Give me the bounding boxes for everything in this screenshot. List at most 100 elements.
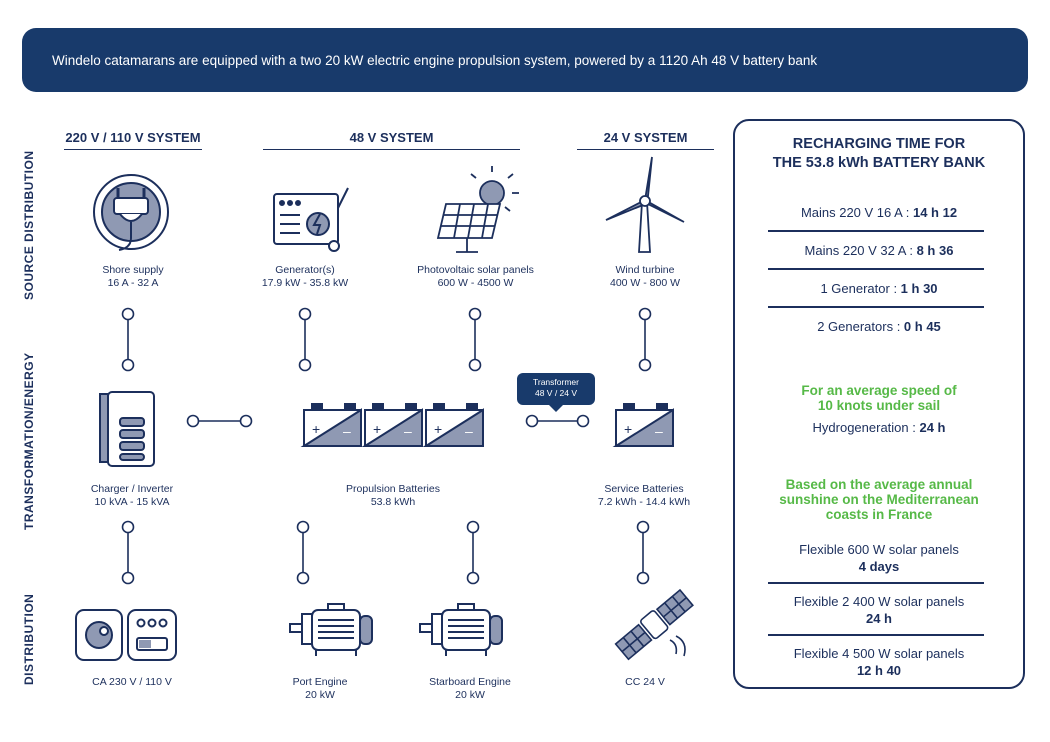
recharging-time-panel [733, 119, 1025, 689]
panel-title-line2: THE 53.8 kWh BATTERY BANK [772, 155, 986, 171]
connectors [121, 307, 652, 585]
generator-icon [273, 187, 349, 252]
sunshine-note: Based on the average annual sunshine on … [746, 477, 1012, 522]
panel-title-line1: RECHARGING TIME FOR [792, 136, 966, 152]
charger-inverter-icon [99, 391, 155, 467]
battery-icon-2: +– [361, 403, 423, 447]
mains-row-3: 1 Generator : 1 h 30 [766, 281, 992, 296]
row-label: Flexible 4 500 W solar panels [793, 646, 965, 661]
row-label: Flexible 2 400 W solar panels [793, 594, 965, 609]
caption-ca: CA 230 V / 110 V [72, 676, 192, 689]
starboard-engine-icon [419, 603, 503, 656]
connector-starboard [466, 520, 480, 585]
sail-note: For an average speed of 10 knots under s… [746, 383, 1012, 413]
caption-name: CC 24 V [625, 676, 665, 688]
svg-text:–: – [655, 423, 663, 439]
divider [768, 582, 984, 584]
caption-name: Service Batteries [604, 483, 684, 495]
connector-wind [638, 307, 652, 372]
ac-socket-icon [75, 609, 177, 661]
sun-line1: Based on the average annual [785, 477, 973, 492]
sun-line2: sunshine on the Mediterranean [779, 492, 979, 507]
hydrogeneration-row: Hydrogeneration : 24 h [746, 420, 1012, 435]
system-header-24: 24 V SYSTEM [577, 130, 714, 150]
satellite-icon [614, 588, 694, 661]
sail-line2: 10 knots under sail [817, 398, 941, 413]
transformer-name: Transformer [533, 377, 579, 387]
connector-port [296, 520, 310, 585]
port-engine-icon [289, 603, 373, 656]
solar-row-3: Flexible 4 500 W solar panels 12 h 40 [746, 645, 1012, 679]
row-label: Hydrogeneration : [812, 420, 920, 435]
connector-ca [121, 520, 135, 585]
transformer-label: Transformer 48 V / 24 V [517, 373, 595, 412]
mains-row-2: Mains 220 V 32 A : 8 h 36 [766, 243, 992, 258]
divider [768, 306, 984, 308]
row-value: 1 h 30 [900, 281, 938, 296]
caption-value: 400 W - 800 W [609, 277, 681, 289]
caption-name: Shore supply [102, 264, 164, 276]
caption-name: Photovoltaic solar panels [417, 264, 534, 276]
svg-text:–: – [404, 423, 412, 439]
plug-icon [93, 174, 169, 251]
transformer-value: 48 V / 24 V [534, 388, 578, 398]
sun-line3: coasts in France [825, 507, 933, 522]
row-value: 8 h 36 [916, 243, 954, 258]
service-battery-icon: +– [612, 403, 674, 447]
connector-solar [468, 307, 482, 372]
caption-cc: CC 24 V [600, 676, 690, 689]
svg-text:+: + [624, 421, 632, 437]
row-label: Mains 220 V 32 A : [804, 243, 917, 258]
svg-text:–: – [465, 423, 473, 439]
panel-title: RECHARGING TIME FOR THE 53.8 kWh BATTERY… [733, 135, 1025, 173]
caption-value: 7.2 kWh - 14.4 kWh [597, 496, 691, 508]
battery-icon-3: +– [422, 403, 484, 447]
connector-shore-charger [121, 307, 135, 372]
svg-text:+: + [312, 421, 320, 437]
row-value: 24 h [865, 611, 892, 626]
caption-value: 600 W - 4500 W [437, 277, 514, 289]
svg-text:+: + [373, 421, 381, 437]
wind-turbine-icon [605, 156, 685, 253]
system-header-220: 220 V / 110 V SYSTEM [64, 130, 202, 150]
row-value: 0 h 45 [903, 319, 941, 334]
caption-name: Generator(s) [275, 264, 335, 276]
caption-name: Charger / Inverter [90, 483, 174, 495]
connector-transformer [525, 414, 590, 428]
connector-cc [636, 520, 650, 585]
solar-row-2: Flexible 2 400 W solar panels 24 h [746, 593, 1012, 627]
caption-name: Port Engine [292, 676, 348, 688]
caption-value: 53.8 kWh [370, 496, 416, 508]
battery-icon-1: +– [300, 403, 362, 447]
svg-text:+: + [434, 421, 442, 437]
row-label: Flexible 600 W solar panels [799, 542, 959, 557]
row-label: Mains 220 V 16 A : [800, 205, 913, 220]
divider [768, 268, 984, 270]
caption-value: 17.9 kW - 35.8 kW [261, 277, 349, 289]
mains-row-4: 2 Generators : 0 h 45 [766, 319, 992, 334]
caption-name: Propulsion Batteries [346, 483, 440, 495]
svg-text:–: – [343, 423, 351, 439]
connector-generator [298, 307, 312, 372]
sail-line1: For an average speed of [801, 383, 957, 398]
system-header-48: 48 V SYSTEM [263, 130, 520, 150]
caption-generator: Generator(s)17.9 kW - 35.8 kW [245, 264, 365, 290]
caption-name: Starboard Engine [429, 676, 511, 688]
caption-value: 16 A - 32 A [107, 277, 159, 289]
banner-text: Windelo catamarans are equipped with a t… [52, 52, 818, 68]
caption-value: 20 kW [305, 689, 335, 701]
info-banner: Windelo catamarans are equipped with a t… [22, 28, 1028, 92]
wiring-diagram: +– +– +– +– [75, 156, 694, 661]
row-value: 14 h 12 [912, 205, 958, 220]
row-value: 12 h 40 [856, 663, 902, 678]
caption-value: 10 kVA - 15 kVA [94, 496, 170, 508]
row-value: 24 h [919, 420, 946, 435]
divider [768, 230, 984, 232]
